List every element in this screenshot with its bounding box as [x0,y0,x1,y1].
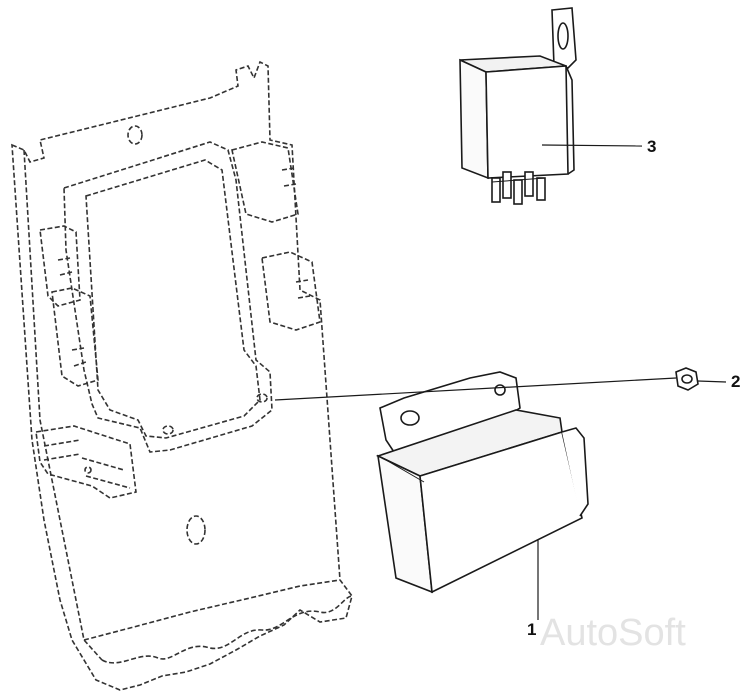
control-module-part-1 [375,371,589,594]
leader-lines [274,144,727,620]
callout-label-2: 2 [731,372,741,391]
mounting-bracket [11,60,353,691]
callout-label-3: 3 [647,137,657,156]
relay-part-3 [459,7,577,205]
watermark: AutoSoft [540,612,686,654]
nut-part-2 [675,367,699,391]
callout-label-1: 1 [527,620,537,639]
